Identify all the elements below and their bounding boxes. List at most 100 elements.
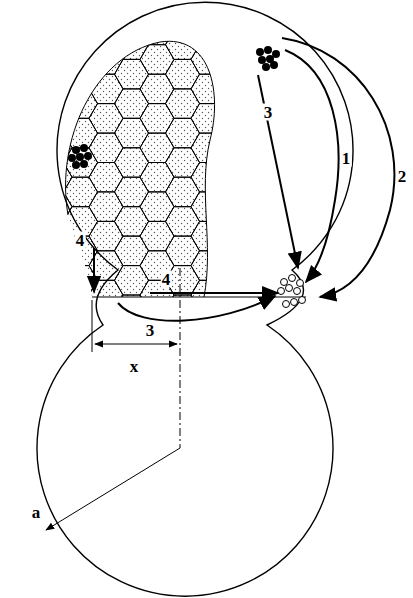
grain-cell [89, 163, 123, 192]
grain-cell [268, 266, 302, 295]
callout-number: 4 [75, 232, 86, 249]
atom-cluster [256, 46, 280, 71]
grain-cell [89, 104, 123, 134]
particle-outline [37, 2, 353, 596]
grain-cell [217, 324, 251, 354]
grain-cell [115, 118, 149, 148]
callout-number: 3 [145, 322, 156, 339]
grain-cell [217, 59, 251, 89]
grain-cell [140, 192, 174, 222]
grain-cell [38, 15, 72, 44]
grain-cell [140, 310, 174, 340]
grain-cell [268, 148, 302, 177]
grain-region [38, 15, 302, 354]
grain-cell [115, 295, 149, 324]
grain-cell [268, 207, 302, 236]
grain-cell [191, 163, 225, 192]
grain-cell [89, 221, 123, 250]
grain-cell [217, 148, 251, 177]
callout-number: 2 [397, 168, 408, 185]
grain-cell [140, 221, 174, 250]
grain-cell [217, 89, 251, 118]
grain-cell [64, 118, 98, 148]
grain-cell [140, 163, 174, 192]
grain-cell [64, 59, 98, 89]
grain-cell [191, 74, 225, 103]
grain-cell [268, 295, 302, 324]
dimension-label: a [31, 504, 42, 521]
grain-cell [38, 251, 72, 280]
grain-cell [217, 118, 251, 148]
grain-cell [242, 310, 276, 340]
grain-cell [115, 207, 149, 236]
grain-cell [38, 310, 72, 340]
grain-cell [38, 221, 72, 250]
grain-cell [89, 192, 123, 222]
vacancy-cluster [278, 275, 306, 308]
grain-cell [64, 266, 98, 295]
grain-cell [242, 221, 276, 250]
grain-cell [242, 251, 276, 280]
grain-cell [115, 30, 149, 59]
grain-cell [242, 45, 276, 74]
grain-cell [140, 133, 174, 162]
grain-cell [191, 192, 225, 222]
grain-cell [242, 15, 276, 44]
grain-cell [38, 133, 72, 162]
grain-cell [191, 310, 225, 340]
grain-cell [268, 59, 302, 89]
callout-number: 4 [161, 271, 172, 288]
grain-cell [115, 177, 149, 207]
grain-cell [115, 266, 149, 295]
grain-cell [140, 74, 174, 103]
grain-cell [217, 177, 251, 207]
grain-cell [191, 104, 225, 134]
grain-cell [217, 266, 251, 295]
dimension-label: x [129, 358, 140, 375]
grain-cell [166, 148, 200, 177]
grain-cell [217, 207, 251, 236]
grain-cell [64, 177, 98, 207]
grain-cell [89, 310, 123, 340]
grain-cell [166, 59, 200, 89]
grain-cell [191, 280, 225, 309]
grain-cell [166, 207, 200, 236]
transport-arrow [94, 38, 394, 321]
callout-number: 1 [341, 150, 352, 167]
grain-cell [242, 192, 276, 222]
grain-cell [166, 324, 200, 354]
grain-cell [217, 30, 251, 59]
grain-cell [140, 15, 174, 44]
grain-cell [115, 59, 149, 89]
grain-cell [38, 280, 72, 309]
grain-cell [242, 163, 276, 192]
grain-cell [242, 280, 276, 309]
grain-cell [191, 15, 225, 44]
grain-cell [38, 104, 72, 134]
atom-cluster [68, 144, 92, 169]
dimension [46, 268, 180, 530]
grain-cell [115, 324, 149, 354]
grain-cell [242, 104, 276, 134]
grain-cell [115, 89, 149, 118]
grain-cell [140, 45, 174, 74]
grain-cell [217, 236, 251, 266]
grain-cell [191, 221, 225, 250]
grain-cell [217, 295, 251, 324]
grain-cell [89, 133, 123, 162]
grain-cell [166, 89, 200, 118]
grain-cell [166, 236, 200, 266]
grain-cell [140, 104, 174, 134]
callout-number: 3 [263, 104, 274, 121]
grain-cell [166, 118, 200, 148]
grain-cell [38, 45, 72, 74]
grain-cell [166, 30, 200, 59]
grain-cell [115, 236, 149, 266]
grain-cell [89, 45, 123, 74]
grain-cell [166, 177, 200, 207]
grain-cell [115, 148, 149, 177]
grain-boundary [66, 41, 215, 297]
grain-cell [191, 251, 225, 280]
grain-cell [38, 74, 72, 103]
